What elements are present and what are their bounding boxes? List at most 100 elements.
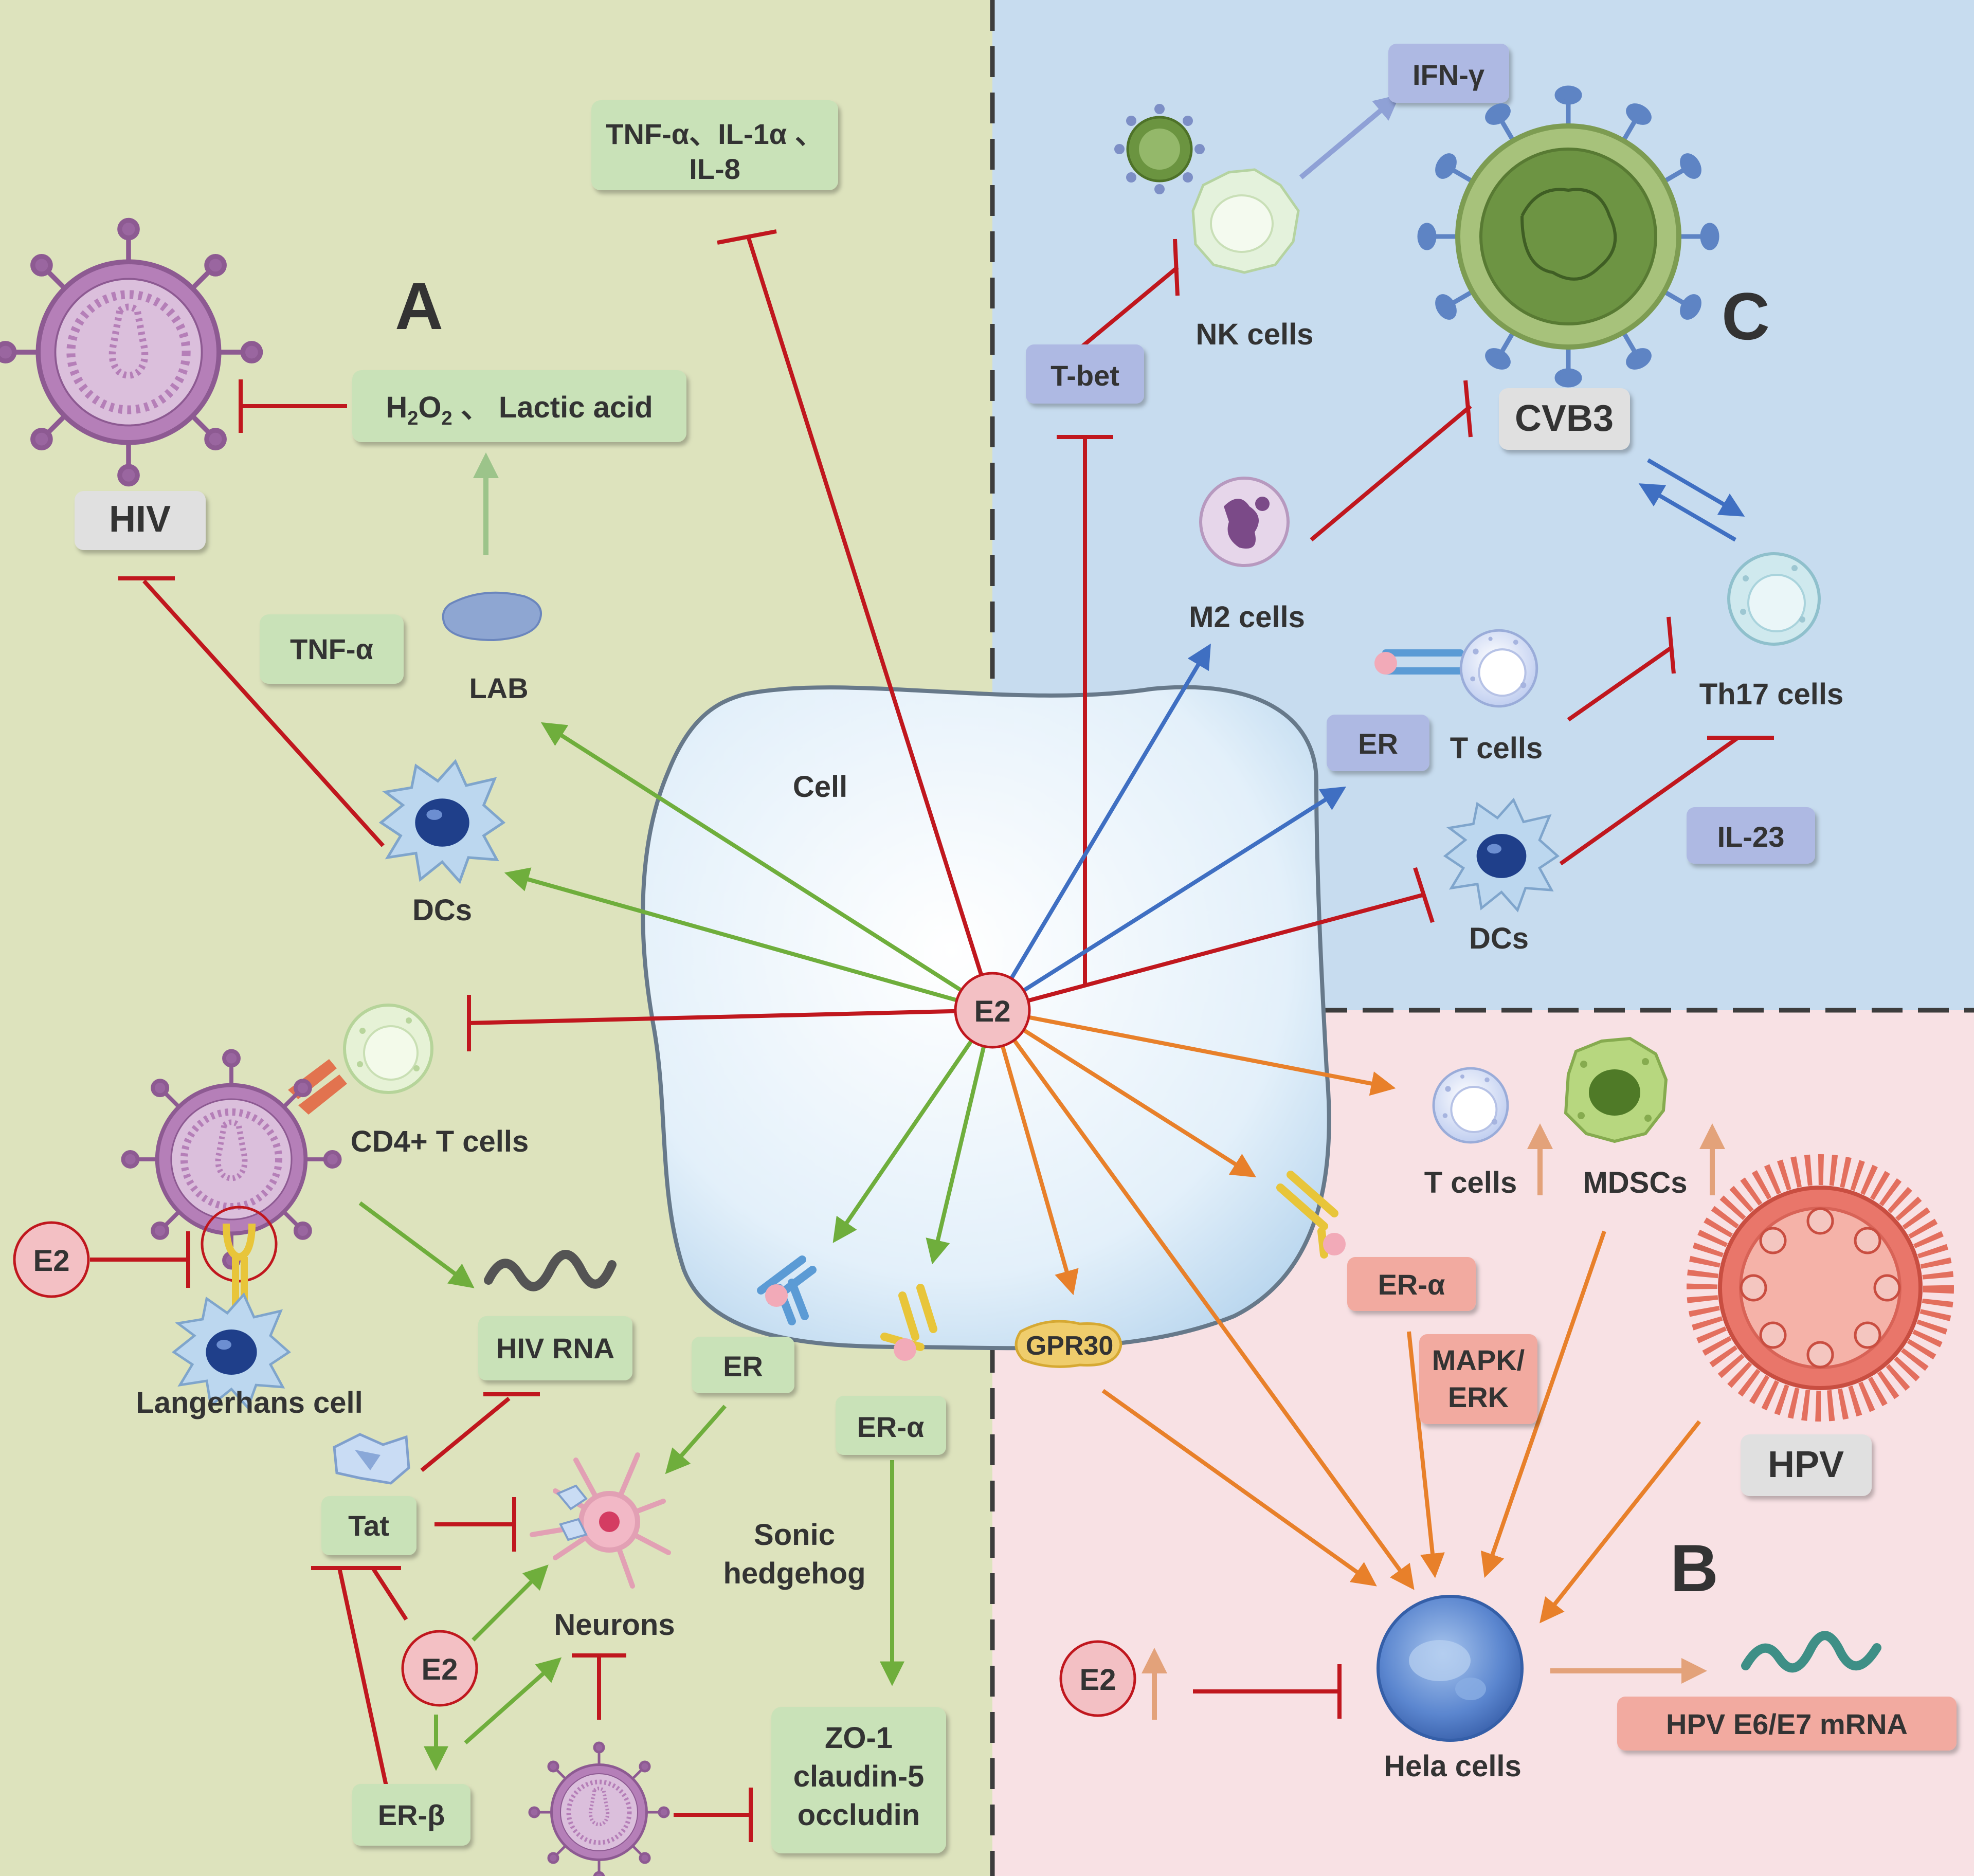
il-23-box (1687, 807, 1815, 864)
m2-cells-label: M2 cells (1189, 600, 1305, 634)
e2-label-lower: E2 (422, 1653, 458, 1686)
hiv-rna-box (478, 1316, 632, 1380)
hiv-virus-icon-cd4 (123, 1051, 339, 1267)
ifn-gamma-box (1388, 44, 1509, 103)
mdsc-cell-icon (1564, 1036, 1668, 1143)
tat-box (321, 1496, 416, 1555)
cytokines-line1: TNF-α、IL-1α 、 (606, 118, 823, 150)
mapk-erk-line1: MAPK/ (1432, 1344, 1525, 1376)
e2-label-left: E2 (33, 1244, 70, 1278)
neurons-label: Neurons (554, 1608, 675, 1642)
h2o2-lactic-acid-label: H2O2 、 Lactic acid (386, 391, 653, 429)
e2-label-b: E2 (1080, 1663, 1116, 1697)
t-cells-label-c: T cells (1450, 732, 1543, 765)
tat-label: Tat (348, 1509, 389, 1542)
tight-junction-line1: ZO-1 (825, 1721, 893, 1755)
dcs-label-a: DCs (412, 894, 472, 927)
gpr30-receptor-icon (1015, 1320, 1122, 1368)
activation-lines-blue (990, 458, 1745, 1012)
hiv-rna-label: HIV RNA (496, 1332, 614, 1364)
cell-label: Cell (793, 770, 847, 804)
er-alpha-ligand-icon (894, 1338, 916, 1361)
mdscs-label: MDSCs (1583, 1166, 1687, 1199)
er-box-a (692, 1337, 794, 1393)
sonic-hedgehog-line1: Sonic (754, 1518, 835, 1552)
t-bet-label: T-bet (1051, 359, 1119, 392)
tight-junction-box (771, 1707, 946, 1853)
cvb3-label: CVB3 (1515, 398, 1614, 439)
h2o2-lactic-acid-box (352, 370, 686, 442)
hiv-virus-icon (0, 221, 260, 484)
hpv-mrna-box (1617, 1697, 1957, 1751)
hpv-mrna-icon (1741, 1631, 1881, 1673)
hela-cell-icon (1377, 1595, 1524, 1742)
e2-molecule-lower (401, 1630, 478, 1707)
hiv-rna-icon (484, 1250, 617, 1291)
cytokines-line2: IL-8 (689, 153, 740, 185)
th17-cell-icon (1727, 552, 1821, 646)
t-bet-box (1026, 344, 1144, 404)
nk-cell-icon (1191, 168, 1300, 274)
panel-letter-a: A (395, 268, 443, 343)
t-cell-icon-b (1434, 1068, 1508, 1142)
e2-molecule-center (954, 972, 1031, 1049)
hela-cells-label: Hela cells (1384, 1750, 1522, 1783)
hpv-label: HPV (1768, 1444, 1844, 1485)
il-23-label: IL-23 (1717, 821, 1785, 853)
tight-junction-line2: claudin-5 (793, 1760, 925, 1793)
ifn-gamma-label: IFN-γ (1412, 59, 1484, 91)
er-alpha-ligand-icon-b (1323, 1233, 1346, 1255)
dcs-label-c: DCs (1469, 922, 1529, 955)
hiv-label: HIV (109, 499, 171, 540)
er-alpha-receptor-icon-b (1276, 1171, 1338, 1259)
hpv-box (1741, 1434, 1872, 1496)
th17-cells-label: Th17 cells (1699, 678, 1843, 711)
ifn-arrow (1299, 94, 1400, 179)
er-alpha-label-b: ER-α (1378, 1268, 1445, 1301)
er-box-c (1327, 715, 1429, 771)
cd4-label: CD4+ T cells (351, 1125, 529, 1158)
e2-molecule-b (1059, 1640, 1136, 1717)
cytokines-box (591, 100, 838, 190)
er-beta-box (352, 1784, 470, 1846)
er-alpha-label-a: ER-α (857, 1411, 925, 1443)
panel-letter-b: B (1670, 1531, 1718, 1606)
tat-on-neuron-icon (556, 1484, 588, 1541)
cvb3-box (1499, 388, 1630, 450)
panel-letter-c: C (1722, 279, 1770, 354)
light-orange-arrows (1142, 1123, 1725, 1720)
lab-bacterium-icon (442, 591, 542, 642)
infected-cell-icon (1114, 104, 1205, 194)
cvb3-virus-icon (1417, 85, 1719, 388)
mapk-erk-line2: ERK (1448, 1381, 1509, 1413)
e2-label-center: E2 (974, 995, 1011, 1028)
activation-lines-green (358, 722, 994, 1771)
er-label-c: ER (1358, 727, 1398, 760)
er-alpha-box-a (836, 1396, 946, 1455)
er-alpha-box-b (1347, 1257, 1476, 1311)
tnf-alpha-box (260, 614, 404, 684)
er-label-a: ER (723, 1350, 763, 1382)
e2-molecule-left (13, 1221, 90, 1298)
cd4-t-cell-icon (343, 1004, 433, 1094)
t-cells-label-b: T cells (1424, 1166, 1517, 1199)
activation-lines-orange (990, 1008, 1701, 1624)
tight-junction-line3: occludin (798, 1798, 920, 1832)
nk-cells-label: NK cells (1196, 318, 1314, 351)
hpv-virus-icon (1687, 1154, 1954, 1422)
sonic-hedgehog-line2: hedgehog (723, 1557, 865, 1590)
lab-label: LAB (469, 672, 528, 704)
tnf-alpha-label: TNF-α (290, 633, 373, 665)
mapk-erk-box (1419, 1334, 1537, 1424)
gpr30-label: GPR30 (1026, 1331, 1114, 1361)
hiv-virus-icon-lower (530, 1743, 668, 1876)
hiv-label-box (75, 491, 206, 550)
er-receptor-icon-c (1382, 649, 1464, 675)
tat-protein-icon (333, 1433, 410, 1485)
t-cell-icon-c (1461, 630, 1537, 706)
m2-cell-icon (1199, 477, 1290, 567)
neuron-icon (530, 1452, 671, 1589)
hpv-mrna-label: HPV E6/E7 mRNA (1666, 1708, 1908, 1740)
